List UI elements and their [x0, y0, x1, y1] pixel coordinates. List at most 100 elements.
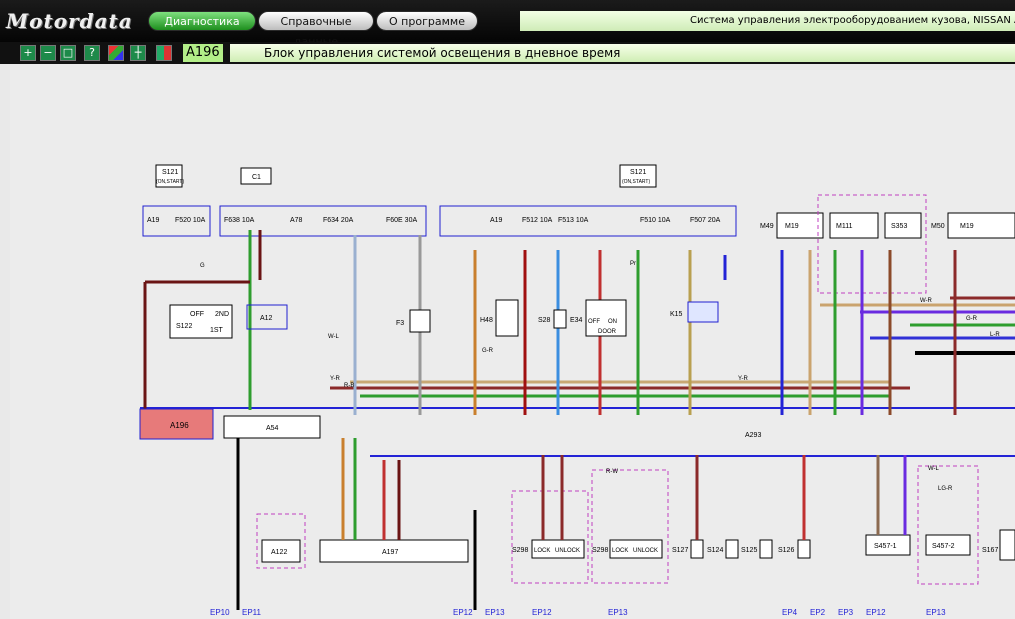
dashed-group-s298a	[511, 490, 589, 584]
fuse-box-a78-label: A78	[290, 217, 303, 224]
wire-label-r-b: R-B	[344, 383, 354, 389]
ground-ep3: EP3	[838, 608, 854, 617]
switch-s121b-box[interactable]	[619, 164, 657, 188]
wire-label-w-l-2: W-L	[928, 466, 940, 472]
m49-label: M49	[760, 223, 774, 230]
a196-highlighted-box[interactable]	[139, 408, 214, 440]
title-bar: Motordata Диагностика Справочные данные …	[0, 0, 1015, 48]
wiring-diagram[interactable]: S121 (ON,START) C1 S121 (ON,START) A19 F…	[10, 70, 1015, 619]
a54-box[interactable]	[223, 415, 321, 439]
tab-reference-data[interactable]: Справочные данные	[258, 11, 374, 48]
s127-switch[interactable]	[690, 539, 704, 559]
s298b-label: S298	[592, 547, 608, 554]
s457-2-box[interactable]	[925, 534, 971, 556]
fuse-f60e: F60E 30A	[386, 217, 417, 224]
wire-label-w-l: W-L	[328, 334, 340, 340]
s126-label: S126	[778, 547, 794, 554]
s298b-box[interactable]	[609, 539, 663, 559]
a54-label: A54	[266, 425, 279, 432]
wire-label-y-r-2: Y-R	[738, 376, 748, 382]
fuse-f520: F520 10A	[175, 217, 206, 224]
s298a-box[interactable]	[531, 539, 585, 559]
m19a-box[interactable]	[776, 212, 824, 239]
fit-page-icon[interactable]: □	[60, 45, 76, 61]
s298a-label: S298	[512, 547, 528, 554]
s122-off: OFF	[190, 311, 204, 318]
fuse-f634: F634 20A	[323, 217, 354, 224]
fuse-box-a19b[interactable]	[439, 205, 737, 237]
s298b-lock: LOCK	[612, 548, 628, 554]
h48-label: H48	[480, 317, 493, 324]
fuse-f513: F513 10A	[558, 217, 589, 224]
a122-box[interactable]	[261, 539, 301, 563]
dashed-group-s298b	[591, 469, 669, 584]
ground-ep2: EP2	[810, 608, 826, 617]
wire-label-l-r: L-R	[990, 332, 1000, 338]
c1-box[interactable]	[240, 167, 272, 185]
wire-label-r-w: R-W	[606, 469, 618, 475]
ground-ep12a: EP12	[453, 608, 473, 617]
zoom-out-icon[interactable]: −	[40, 45, 56, 61]
f3-label: F3	[396, 320, 404, 327]
switch-s122[interactable]	[169, 304, 233, 339]
e34-on: ON	[608, 319, 617, 325]
fuse-box-a19a-label: A19	[147, 217, 160, 224]
a122-label: A122	[271, 549, 287, 556]
s457-1-label: S457-1	[874, 543, 897, 550]
a197-label: A197	[382, 549, 398, 556]
dashed-group-a122	[256, 513, 306, 569]
switch-s121b-label: S121	[630, 169, 646, 176]
m19b-box[interactable]	[947, 212, 1015, 239]
switch-s121a-label: S121	[162, 169, 178, 176]
k15-relay[interactable]	[687, 301, 719, 323]
ground-ep12c: EP12	[866, 608, 886, 617]
dashed-group-s457-2	[917, 465, 979, 585]
color-map-icon[interactable]	[108, 45, 124, 61]
s124-switch[interactable]	[725, 539, 739, 559]
s122-label: S122	[176, 323, 192, 330]
e34-box[interactable]	[585, 299, 627, 337]
a196-label: A196	[170, 421, 189, 430]
table-icon[interactable]	[156, 45, 172, 61]
ground-ep10: EP10	[210, 608, 230, 617]
block-title: Блок управления системой освещения в дне…	[230, 44, 1015, 62]
help-icon[interactable]: ?	[84, 45, 100, 61]
k15-label: K15	[670, 311, 683, 318]
s125-switch[interactable]	[759, 539, 773, 559]
tab-about[interactable]: О программе	[376, 11, 478, 31]
e34-off: OFF	[588, 319, 600, 325]
e34-label: E34	[570, 317, 583, 324]
app-logo: Motordata	[6, 9, 133, 33]
ground-ep13a: EP13	[485, 608, 505, 617]
fuse-f510: F510 10A	[640, 217, 671, 224]
m111-label: M111	[836, 223, 853, 230]
s353-box[interactable]	[884, 212, 922, 239]
block-code: A196	[183, 44, 223, 62]
m19b-label: M19	[960, 223, 974, 230]
switch-s121a-box[interactable]	[155, 164, 183, 188]
zoom-in-icon[interactable]: +	[20, 45, 36, 61]
a293-label: A293	[745, 432, 761, 439]
tab-diagnostics[interactable]: Диагностика	[148, 11, 256, 31]
wiring-diagram-canvas: S121 (ON,START) C1 S121 (ON,START) A19 F…	[139, 164, 1015, 617]
m111-box[interactable]	[829, 212, 879, 239]
s167-box[interactable]	[999, 529, 1015, 561]
s457-2-label: S457-2	[932, 543, 955, 550]
s28-label: S28	[538, 317, 551, 324]
h48-box[interactable]	[495, 299, 519, 337]
s457-1-box[interactable]	[865, 534, 911, 556]
wire-label-w-r: W-R	[920, 298, 933, 304]
grid-icon[interactable]: ┼	[130, 45, 146, 61]
fuse-box-a78[interactable]	[219, 205, 427, 237]
s122-2nd: 2ND	[215, 311, 229, 318]
e34-door: DOOR	[598, 329, 617, 335]
s28-box[interactable]	[553, 309, 567, 329]
s126-switch[interactable]	[797, 539, 811, 559]
f3-box[interactable]	[409, 309, 431, 333]
ground-ep13c: EP13	[926, 608, 946, 617]
m19a-label: M19	[785, 223, 799, 230]
system-title: Система управления электрооборудованием …	[520, 11, 1015, 31]
fuse-box-a19a[interactable]	[142, 205, 211, 237]
a197-box[interactable]	[319, 539, 469, 563]
a12-box[interactable]	[246, 304, 288, 330]
